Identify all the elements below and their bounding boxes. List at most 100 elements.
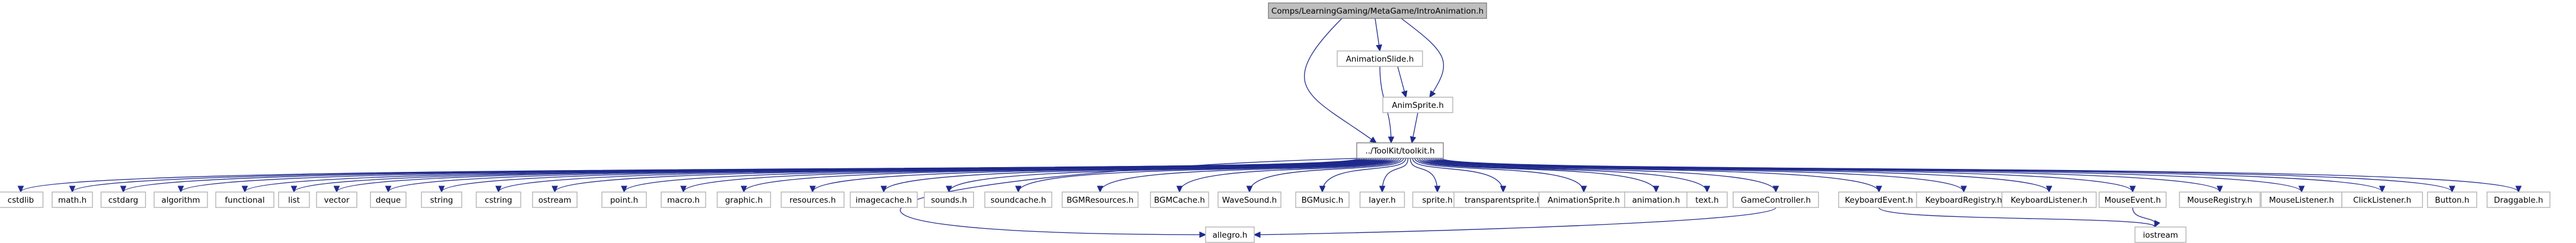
- node-imagecache-h[interactable]: imagecache.h: [849, 191, 918, 208]
- edge-hub-to-keyboardlistener-h: [1428, 158, 2049, 192]
- node-mouseregistry-h[interactable]: MouseRegistry.h: [2179, 191, 2261, 208]
- edge-hub-to-cstdlib: [21, 158, 1359, 192]
- node-box: [278, 191, 310, 208]
- node-gamecontroller-h[interactable]: GameController.h: [1733, 191, 1819, 208]
- edge-keyboardevent-h-to-iostream: [1878, 207, 2155, 227]
- node-bgmresources-h[interactable]: BGMResources.h: [1062, 191, 1139, 208]
- edge-hub-to-sprite-h: [1410, 158, 1437, 192]
- edge-hub-to-transparentsprite-h: [1412, 158, 1503, 192]
- node-box: [421, 191, 462, 208]
- node-label: list: [288, 196, 300, 205]
- node-box: [2261, 191, 2342, 208]
- node-box: [215, 191, 274, 208]
- node-string[interactable]: string: [421, 191, 462, 208]
- node-soundcache-h[interactable]: soundcache.h: [984, 191, 1053, 208]
- node-point-h[interactable]: point.h: [601, 191, 647, 208]
- node-functional[interactable]: functional: [215, 191, 274, 208]
- node-keyboardevent-h[interactable]: KeyboardEvent.h: [1838, 191, 1920, 208]
- node-box: [2098, 191, 2167, 208]
- node-label: algorithm: [161, 196, 200, 205]
- edge-hub-to-resources-h: [813, 158, 1391, 192]
- edge-hub-to-deque: [388, 158, 1375, 192]
- node-label: transparentsprite.h: [1465, 196, 1542, 205]
- node-animationslide-h[interactable]: AnimationSlide.h: [1337, 50, 1423, 67]
- node-keyboardlistener-h[interactable]: KeyboardListener.h: [2001, 191, 2097, 208]
- node-animation-h[interactable]: animation.h: [1624, 191, 1688, 208]
- edge-hub-to-keyboardregistry-h: [1426, 158, 1964, 192]
- node-bgmusic-h[interactable]: BGMusic.h: [1295, 191, 1350, 208]
- node-label: AnimationSlide.h: [1346, 55, 1414, 64]
- node-animsprite-h[interactable]: AnimSprite.h: [1382, 97, 1453, 113]
- node-label: Draggable.h: [2494, 196, 2543, 205]
- edge-hub-to-mouseregistry-h: [1433, 158, 2220, 192]
- node-transparentsprite-h[interactable]: transparentsprite.h: [1453, 191, 1553, 208]
- node-text-h[interactable]: text.h: [1686, 191, 1728, 208]
- node-cstring[interactable]: cstring: [475, 191, 522, 208]
- node-box: [154, 191, 208, 208]
- node-wavesound-h[interactable]: WaveSound.h: [1217, 191, 1281, 208]
- node-resources-h[interactable]: resources.h: [781, 191, 845, 208]
- node-label: layer.h: [1369, 196, 1395, 205]
- node-label: cstring: [485, 196, 512, 205]
- node-comps-learninggaming-metagame-introanimation-h[interactable]: Comps/LearningGaming/MetaGame/IntroAnima…: [1268, 2, 1487, 19]
- node-macro-h[interactable]: macro.h: [660, 191, 707, 208]
- node-box: [717, 191, 771, 208]
- node-box: [923, 191, 974, 208]
- node-box: [1538, 191, 1629, 208]
- node-label: imagecache.h: [856, 196, 912, 205]
- edge-anim-to-hub: [1412, 112, 1418, 143]
- node-mouseevent-h[interactable]: MouseEvent.h: [2098, 191, 2167, 208]
- node-label: sounds.h: [931, 196, 967, 205]
- node-label: functional: [225, 196, 264, 205]
- node-button-h[interactable]: Button.h: [2427, 191, 2478, 208]
- node-box: [1359, 191, 1405, 208]
- edge-hub-to-animation-h: [1417, 158, 1656, 192]
- node-box: [2179, 191, 2261, 208]
- node-sounds-h[interactable]: sounds.h: [923, 191, 974, 208]
- node-label: vector: [324, 196, 350, 205]
- node-cstdarg[interactable]: cstdarg: [100, 191, 146, 208]
- node-toolkit-toolkit-h[interactable]: ../ToolKit/toolkit.h: [1356, 142, 1444, 159]
- edge-hub-to-text-h: [1419, 158, 1707, 192]
- node-draggable-h[interactable]: Draggable.h: [2486, 191, 2551, 208]
- node-ostream[interactable]: ostream: [532, 191, 578, 208]
- node-cstdlib[interactable]: cstdlib: [0, 191, 44, 208]
- node-box: [1624, 191, 1688, 208]
- node-label: soundcache.h: [990, 196, 1046, 205]
- node-layer-h[interactable]: layer.h: [1359, 191, 1405, 208]
- node-allegro-h[interactable]: allegro.h: [1205, 226, 1255, 243]
- node-math-h[interactable]: math.h: [52, 191, 93, 208]
- node-box: [1217, 191, 1281, 208]
- node-keyboardregistry-h[interactable]: KeyboardRegistry.h: [1916, 191, 2012, 208]
- node-animationsprite-h[interactable]: AnimationSprite.h: [1538, 191, 1629, 208]
- node-algorithm[interactable]: algorithm: [154, 191, 208, 208]
- node-box: [2134, 226, 2187, 243]
- edge-hub-to-point-h: [624, 158, 1383, 192]
- node-box: [532, 191, 578, 208]
- node-box: [1686, 191, 1728, 208]
- node-bgmcache-h[interactable]: BGMCache.h: [1150, 191, 1209, 208]
- node-box: [100, 191, 146, 208]
- edge-hub-to-macro-h: [683, 158, 1386, 192]
- node-graphic-h[interactable]: graphic.h: [717, 191, 771, 208]
- edge-gamecontroller-to-allegro: [1254, 207, 1776, 235]
- edge-hub-to-sounds-h: [949, 158, 1395, 192]
- node-label: MouseEvent.h: [2104, 196, 2160, 205]
- node-label: KeyboardRegistry.h: [1925, 196, 2002, 205]
- node-label: MouseRegistry.h: [2187, 196, 2252, 205]
- node-clicklistener-h[interactable]: ClickListener.h: [2341, 191, 2423, 208]
- node-box: [475, 191, 522, 208]
- node-box: [1337, 50, 1423, 67]
- node-vector[interactable]: vector: [316, 191, 357, 208]
- node-label: math.h: [58, 196, 87, 205]
- node-list[interactable]: list: [278, 191, 310, 208]
- node-deque[interactable]: deque: [370, 191, 407, 208]
- node-mouselistener-h[interactable]: MouseListener.h: [2261, 191, 2342, 208]
- edge-hub-to-soundcache-h: [1018, 158, 1397, 192]
- edge-hub-to-bgmusic-h: [1322, 158, 1407, 192]
- node-iostream[interactable]: iostream: [2134, 226, 2187, 243]
- node-label: Comps/LearningGaming/MetaGame/IntroAnima…: [1271, 7, 1484, 16]
- node-box: [1150, 191, 1209, 208]
- edge-hub-to-clicklistener-h: [1437, 158, 2382, 192]
